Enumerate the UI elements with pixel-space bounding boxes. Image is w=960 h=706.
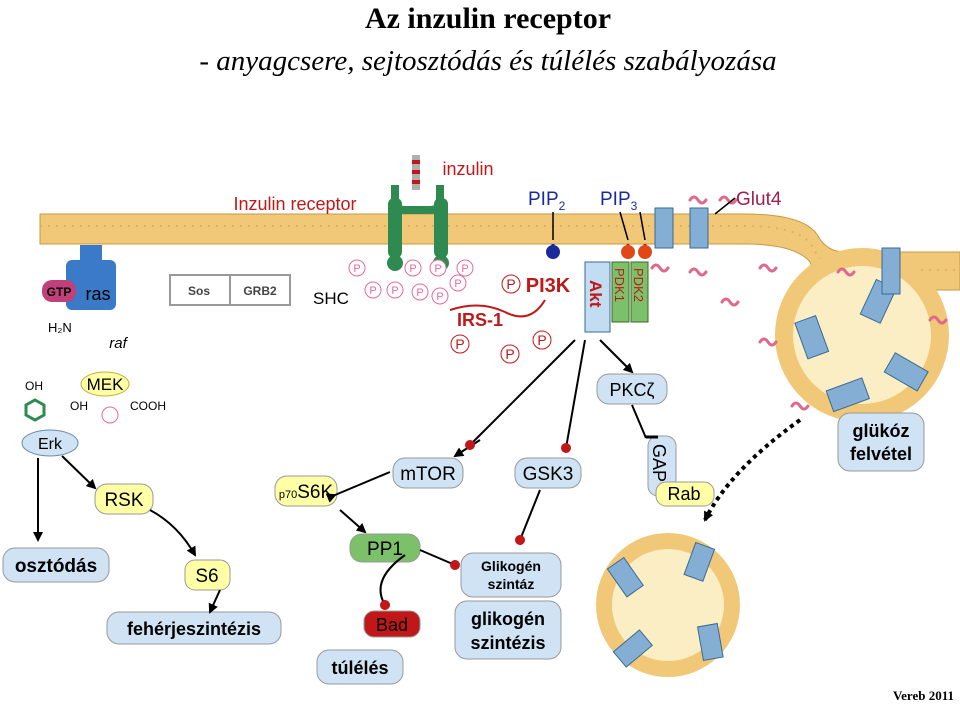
- pp1-node: [349, 533, 421, 563]
- p70s6k-node: [274, 475, 338, 507]
- glycogen-synthesis-label-2: szintézis: [470, 633, 545, 653]
- phos-9: P: [461, 263, 468, 275]
- irs-phos-2: P: [505, 346, 514, 362]
- mtor-label: mTOR: [400, 464, 456, 485]
- s6-node: [184, 559, 231, 591]
- pi3k-label: PI3K: [526, 275, 571, 297]
- glut4-vesicle: [775, 248, 949, 422]
- p70-prefix: p70: [279, 489, 297, 501]
- inhibition-lines: [379, 339, 586, 610]
- pip3-sub: 3: [631, 199, 638, 213]
- glycogen-synthase-label-2: szintáz: [488, 576, 535, 592]
- pip2-sub: 2: [559, 199, 566, 213]
- bad-label: Bad: [376, 615, 408, 635]
- raf-label: raf: [109, 335, 128, 352]
- division-box: [2, 547, 110, 583]
- phos-7: P: [436, 291, 443, 303]
- rsk-label: RSK: [104, 490, 143, 511]
- ras-label: ras: [85, 284, 110, 304]
- internal-vesicle: [596, 533, 740, 677]
- shc-box: [308, 286, 354, 310]
- phos-5: P: [416, 287, 423, 299]
- insulin-label: inzulin: [442, 159, 493, 179]
- nh2-label: H₂N: [48, 320, 72, 335]
- akt-pdk-complex: [584, 261, 649, 333]
- ras-complex: [42, 245, 116, 310]
- pkc-node: [596, 373, 668, 405]
- shc-label: SHC: [313, 289, 349, 308]
- phos-4: P: [409, 263, 416, 275]
- phos-1: P: [353, 263, 360, 275]
- mtor-node: [392, 457, 464, 489]
- rab-label: Rab: [667, 484, 700, 504]
- glucose-uptake-label-2: felvétel: [850, 444, 912, 464]
- irs-phos-1: P: [455, 336, 464, 352]
- irs-phos-3: P: [537, 332, 546, 348]
- pip3-base: PIP: [600, 189, 631, 210]
- survival-box: [316, 649, 404, 685]
- pp1-label: PP1: [367, 539, 403, 560]
- gsk3-node: [514, 457, 582, 489]
- glucose-uptake-label-1: glükóz: [853, 421, 910, 441]
- glucose-uptake-arrow: [703, 418, 802, 522]
- glycogen-synthesis-box: [454, 600, 562, 660]
- gap-label: GAP: [649, 444, 669, 482]
- phos-2: P: [369, 285, 376, 297]
- mek-node: [80, 371, 130, 397]
- rab-node: [655, 481, 715, 507]
- glut4-transporters: [654, 207, 901, 295]
- cell-membrane: [39, 213, 960, 291]
- phosphate-groups: P P P P P P P P P: [348, 259, 474, 305]
- erk-node: [21, 429, 79, 457]
- survival-label: túlélés: [331, 658, 388, 678]
- gsk3-label: GSK3: [523, 464, 574, 485]
- phos-6: P: [434, 263, 441, 275]
- oh-label-2: OH: [70, 399, 88, 413]
- credit-label: Vereb 2011: [893, 688, 954, 703]
- sos-grb2: [169, 274, 291, 306]
- glucose-uptake-box: [837, 412, 925, 472]
- mek-label: MEK: [87, 375, 125, 394]
- protein-synthesis-label: fehérjeszintézis: [127, 619, 261, 639]
- rsk-node: [94, 483, 154, 515]
- pip-lipids: [546, 244, 652, 259]
- pdk1-label: PDK1: [612, 268, 627, 302]
- cooh-label: COOH: [130, 399, 166, 413]
- glucose-molecules: [650, 195, 948, 411]
- irs1-phosphates: P P P P: [450, 274, 552, 364]
- phos-8: P: [454, 278, 461, 290]
- grb2-label: GRB2: [243, 284, 277, 298]
- bad-node: [363, 610, 421, 638]
- gtp-label: GTP: [47, 285, 72, 299]
- irs1-chain: [449, 299, 546, 318]
- page-title: Az inzulin receptor: [365, 2, 611, 35]
- glycogen-synthesis-label-1: glikogén: [471, 609, 545, 629]
- pdk2-label: PDK2: [631, 268, 646, 302]
- irs-phos-4: P: [506, 276, 515, 292]
- glycogen-synthase-box: [460, 552, 562, 598]
- p70s6k-label: p70S6K: [279, 482, 334, 503]
- s6-label: S6: [195, 566, 218, 587]
- oh-label-1: OH: [25, 379, 43, 393]
- pkc-label: PKCζ: [610, 380, 655, 400]
- erk-label: Erk: [38, 436, 63, 453]
- tyrosine-ring: [24, 398, 119, 424]
- page-subtitle: - anyagcsere, sejtosztódás és túlélés sz…: [199, 45, 776, 77]
- glycogen-synthase-label-1: Glikogén: [481, 558, 541, 574]
- division-label: osztódás: [15, 556, 97, 577]
- insulin-receptor-label: Inzulin receptor: [233, 194, 356, 214]
- irs1-label: IRS-1: [457, 310, 503, 330]
- sos-label: Sos: [188, 284, 210, 298]
- pip3-label: PIP3: [600, 189, 638, 213]
- pip2-label: PIP2: [528, 189, 566, 213]
- s6k-text: S6K: [297, 482, 333, 503]
- pip2-base: PIP: [528, 189, 559, 210]
- glut4-label: Glut4: [736, 189, 782, 210]
- insulin-receptor: [387, 155, 449, 271]
- phos-3: P: [391, 285, 398, 297]
- protein-synthesis-box: [106, 611, 282, 645]
- akt-label: Akt: [586, 280, 605, 308]
